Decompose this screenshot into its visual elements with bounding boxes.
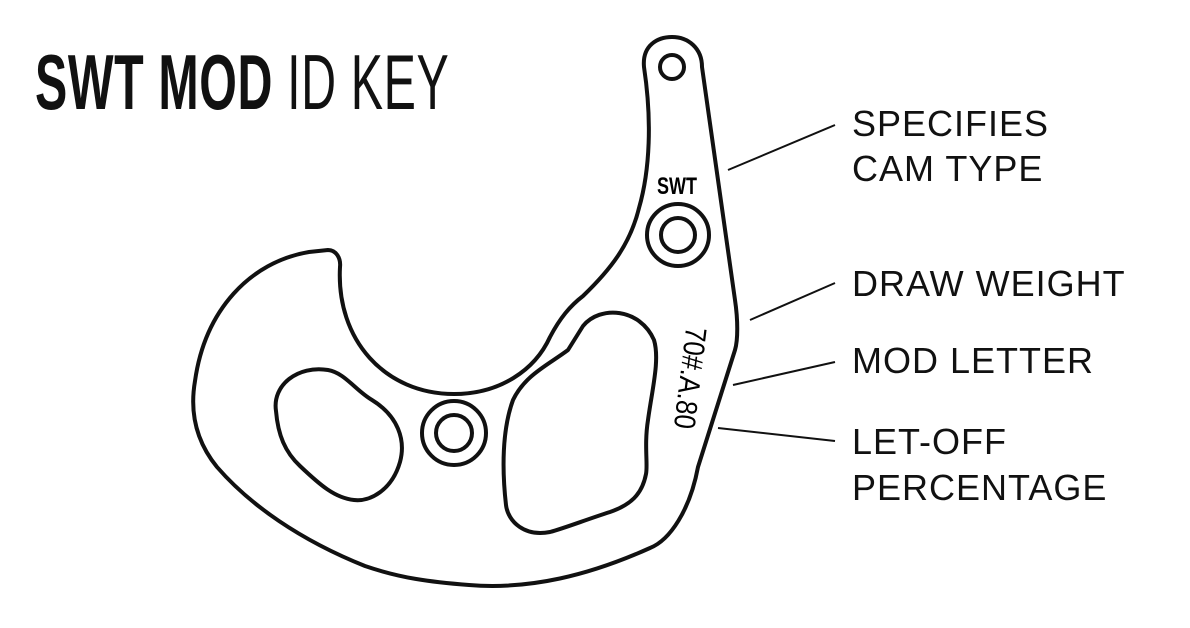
title-light: ID KEY	[287, 38, 450, 126]
lug-hole	[658, 53, 686, 81]
label-let-off-line2: PERCENTAGE	[852, 467, 1108, 508]
upper-bushing-inner	[659, 216, 697, 254]
leader-draw-weight	[749, 282, 836, 321]
label-draw-weight: DRAW WEIGHT	[852, 263, 1126, 304]
leader-mod-letter	[732, 361, 836, 386]
leader-let-off	[717, 427, 836, 442]
label-let-off-line1: LET-OFF	[852, 421, 1008, 462]
lower-bushing-outer	[420, 399, 488, 467]
left-cutout	[273, 367, 404, 503]
mod-outline	[191, 35, 740, 588]
leader-cam-type	[727, 124, 836, 171]
page-title: SWT MOD ID KEY	[35, 42, 449, 122]
lower-bushing-inner	[434, 413, 474, 453]
title-bold: SWT MOD	[35, 38, 274, 126]
mod-code: 70#.A.80	[667, 325, 713, 430]
right-cutout	[501, 310, 659, 535]
upper-bushing-outer	[645, 202, 711, 268]
cam-marking: SWT	[657, 174, 697, 200]
label-cam-type-line1: SPECIFIES	[852, 103, 1050, 144]
label-mod-letter: MOD LETTER	[852, 340, 1095, 381]
label-cam-type-line2: CAM TYPE	[852, 148, 1044, 189]
